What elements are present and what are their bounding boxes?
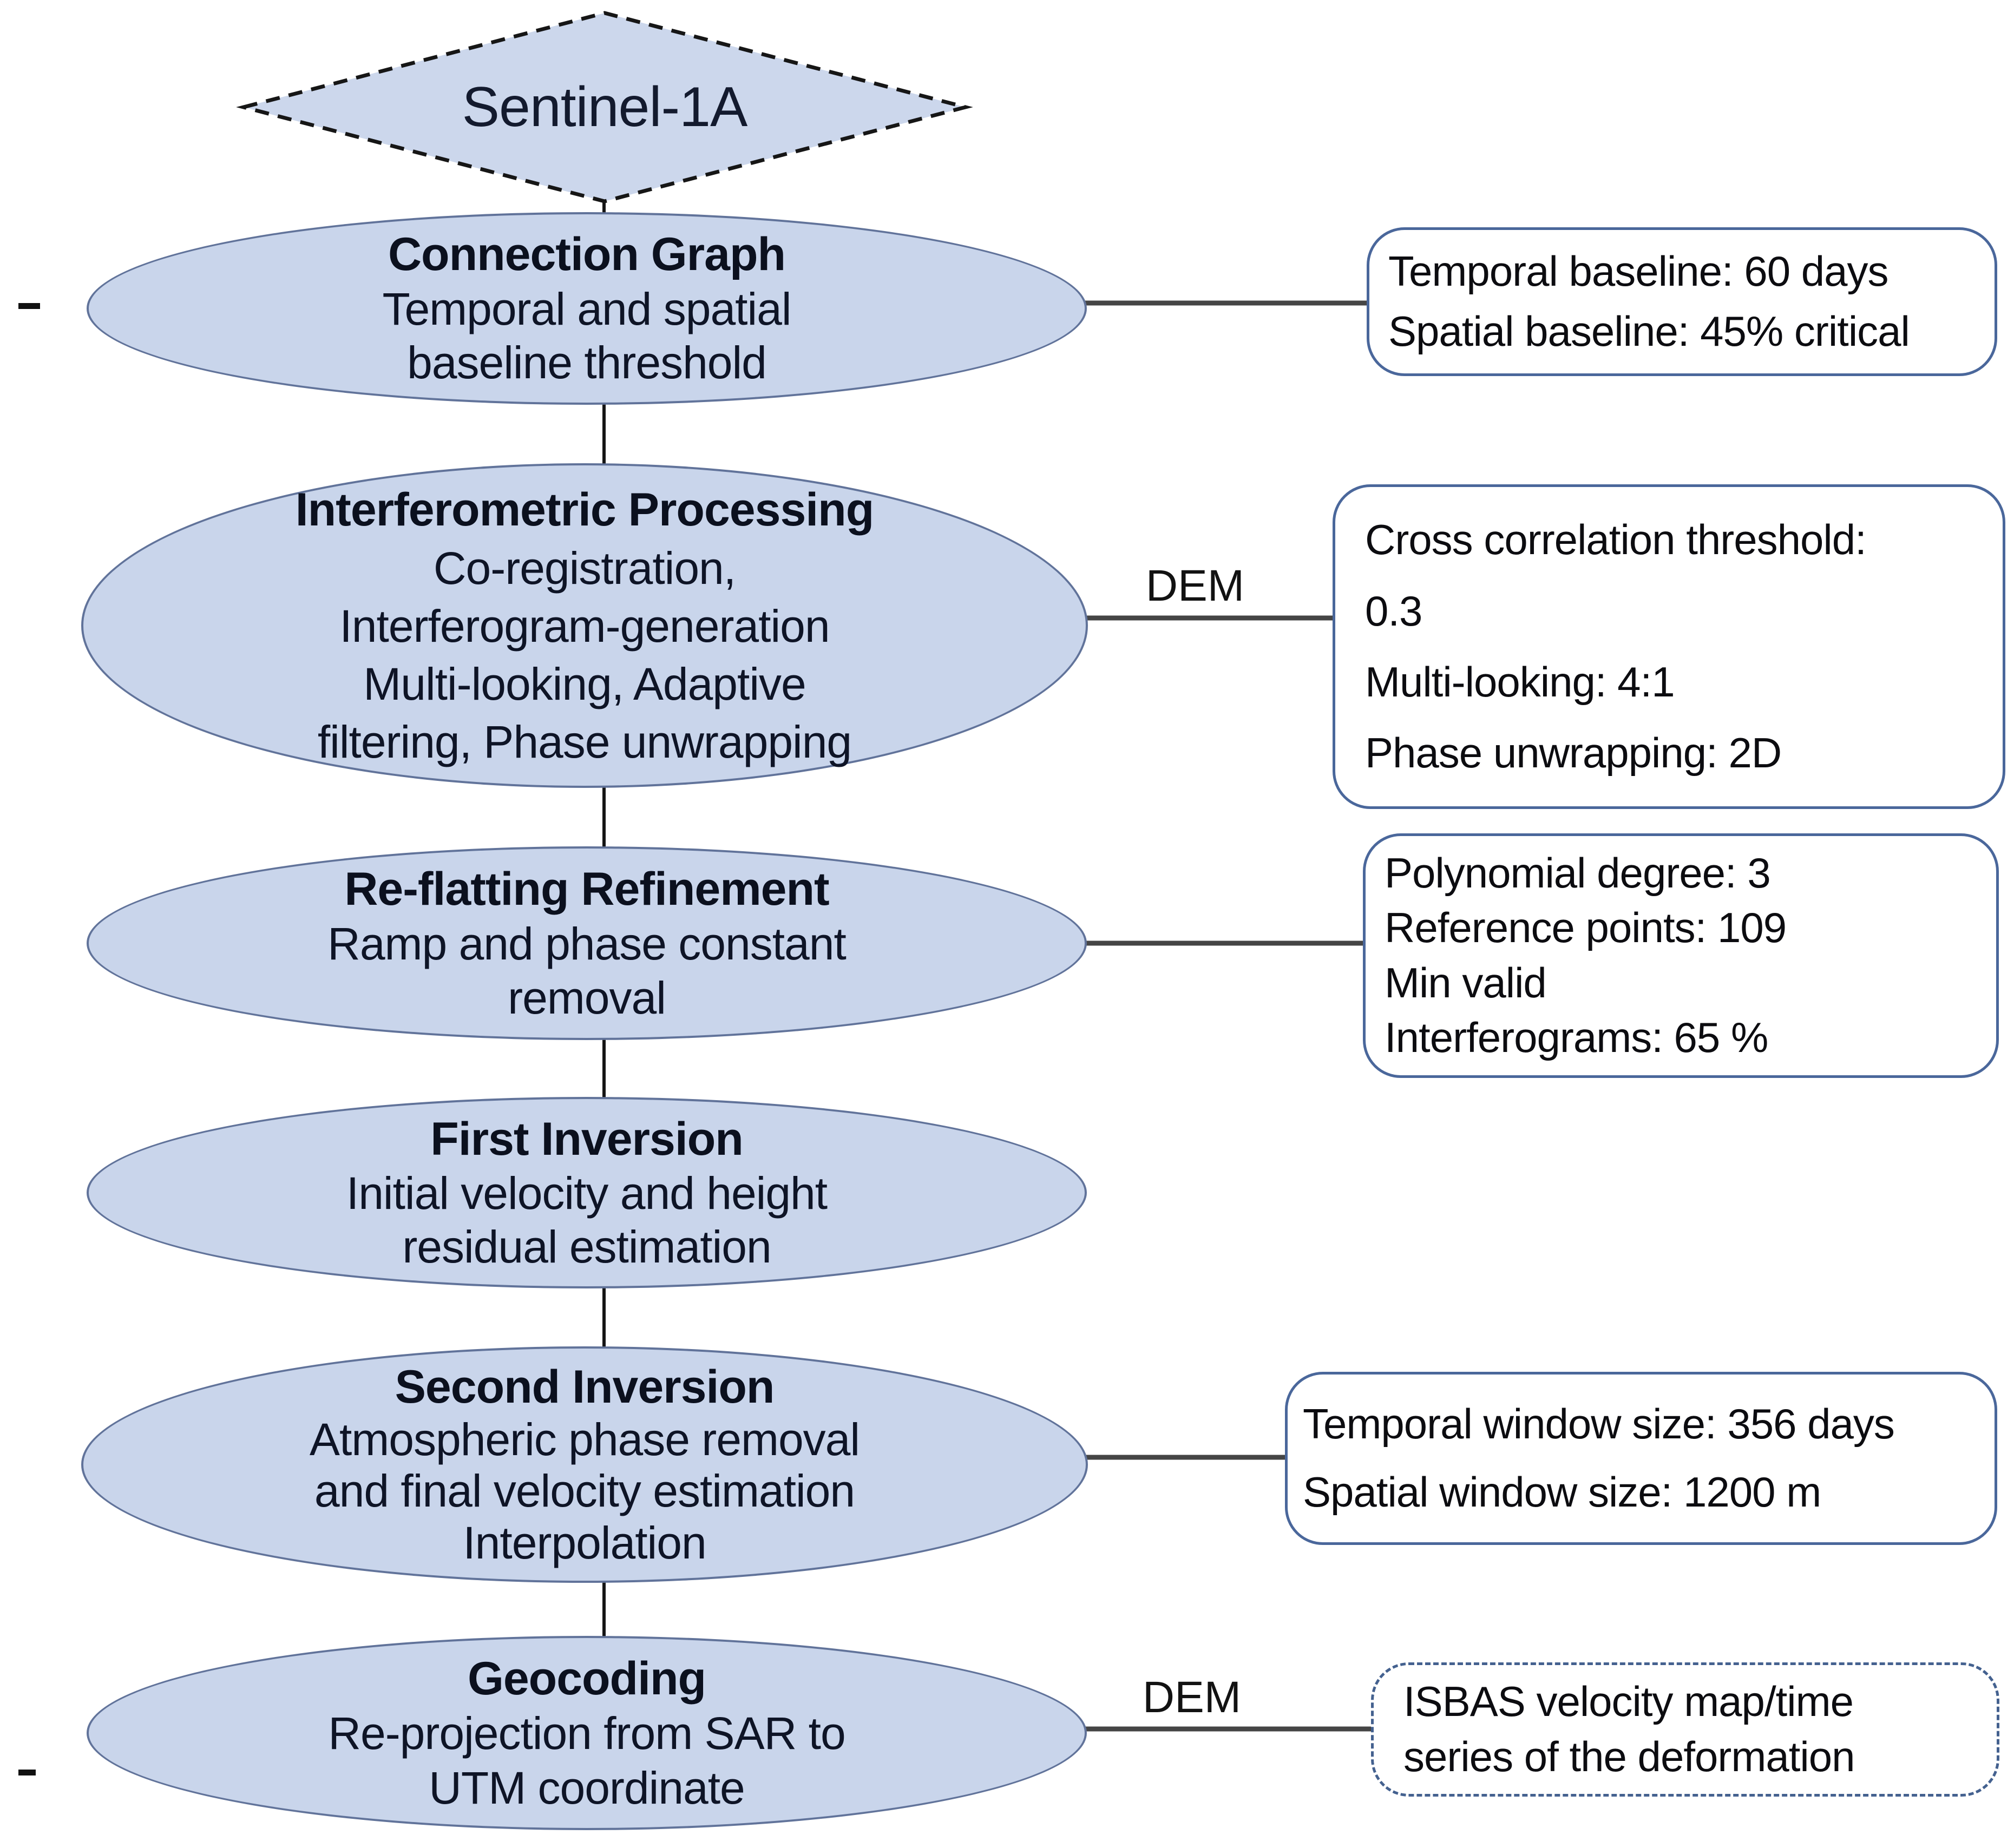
node-line: baseline threshold xyxy=(407,337,767,389)
flow-node-connection-graph: Connection Graph Temporal and spatial ba… xyxy=(87,212,1087,405)
stray-dash-mark xyxy=(18,303,40,309)
node-title: Re-flatting Refinement xyxy=(344,863,829,915)
node-title: Connection Graph xyxy=(388,228,786,281)
node-line: Re-projection from SAR to xyxy=(328,1708,845,1759)
node-line: Co-registration, xyxy=(433,542,736,594)
node-title: First Inversion xyxy=(430,1113,744,1165)
dem-input-label: DEM xyxy=(1142,1673,1242,1722)
start-node-sentinel-1a: Sentinel-1A xyxy=(462,75,748,139)
param-line: Temporal baseline: 60 days xyxy=(1388,247,1889,295)
node-line: Atmospheric phase removal xyxy=(309,1413,860,1465)
param-line: 0.3 xyxy=(1365,587,1422,635)
param-line: Spatial window size: 1200 m xyxy=(1303,1468,1821,1516)
param-line: Multi-looking: 4:1 xyxy=(1365,657,1675,706)
node-line: filtering, Phase unwrapping xyxy=(317,716,852,767)
stray-dash-mark xyxy=(18,1770,36,1775)
output-line: ISBAS velocity map/time xyxy=(1403,1678,1854,1726)
node-line: Initial velocity and height xyxy=(346,1167,828,1219)
param-box-interferometric-processing: Cross correlation threshold: 0.3 Multi-l… xyxy=(1333,484,2005,809)
node-line: and final velocity estimation xyxy=(314,1465,855,1517)
param-line: Phase unwrapping: 2D xyxy=(1365,728,1782,777)
flow-node-first-inversion: First Inversion Initial velocity and hei… xyxy=(87,1097,1087,1288)
param-line: Polynomial degree: 3 xyxy=(1385,849,1771,897)
flow-node-interferometric-processing: Interferometric Processing Co-registrati… xyxy=(81,463,1088,788)
node-line: UTM coordinate xyxy=(429,1762,745,1813)
param-line: Spatial baseline: 45% critical xyxy=(1388,307,1910,355)
param-line: Cross correlation threshold: xyxy=(1365,516,1867,564)
node-line: Temporal and spatial xyxy=(382,283,791,334)
node-title: Second Inversion xyxy=(395,1360,775,1413)
output-box-isbas-velocity-map: ISBAS velocity map/time series of the de… xyxy=(1371,1662,1999,1797)
param-line: Temporal window size: 356 days xyxy=(1303,1400,1895,1448)
node-title: Interferometric Processing xyxy=(295,483,874,536)
node-title: Geocoding xyxy=(467,1653,706,1705)
param-line: Reference points: 109 xyxy=(1385,904,1787,952)
param-line: Min valid xyxy=(1385,958,1547,1007)
node-line: Ramp and phase constant xyxy=(327,918,847,969)
node-line: Interpolation xyxy=(463,1517,706,1569)
param-box-second-inversion: Temporal window size: 356 days Spatial w… xyxy=(1285,1372,1997,1545)
flow-node-reflatting-refinement: Re-flatting Refinement Ramp and phase co… xyxy=(87,846,1087,1040)
param-box-connection-graph: Temporal baseline: 60 days Spatial basel… xyxy=(1367,227,1997,376)
node-line: Interferogram-generation xyxy=(339,600,830,652)
node-line: Multi-looking, Adaptive xyxy=(363,658,806,709)
node-line: removal xyxy=(508,972,666,1023)
flow-node-second-inversion: Second Inversion Atmospheric phase remov… xyxy=(81,1346,1088,1583)
param-line: Interferograms: 65 % xyxy=(1385,1014,1768,1062)
param-box-reflatting-refinement: Polynomial degree: 3 Reference points: 1… xyxy=(1363,833,1999,1078)
node-line: residual estimation xyxy=(402,1221,771,1272)
dem-input-label: DEM xyxy=(1145,561,1245,610)
start-diamond-shape xyxy=(236,11,973,203)
flow-node-geocoding: Geocoding Re-projection from SAR to UTM … xyxy=(87,1636,1087,1830)
output-line: series of the deformation xyxy=(1403,1732,1855,1780)
